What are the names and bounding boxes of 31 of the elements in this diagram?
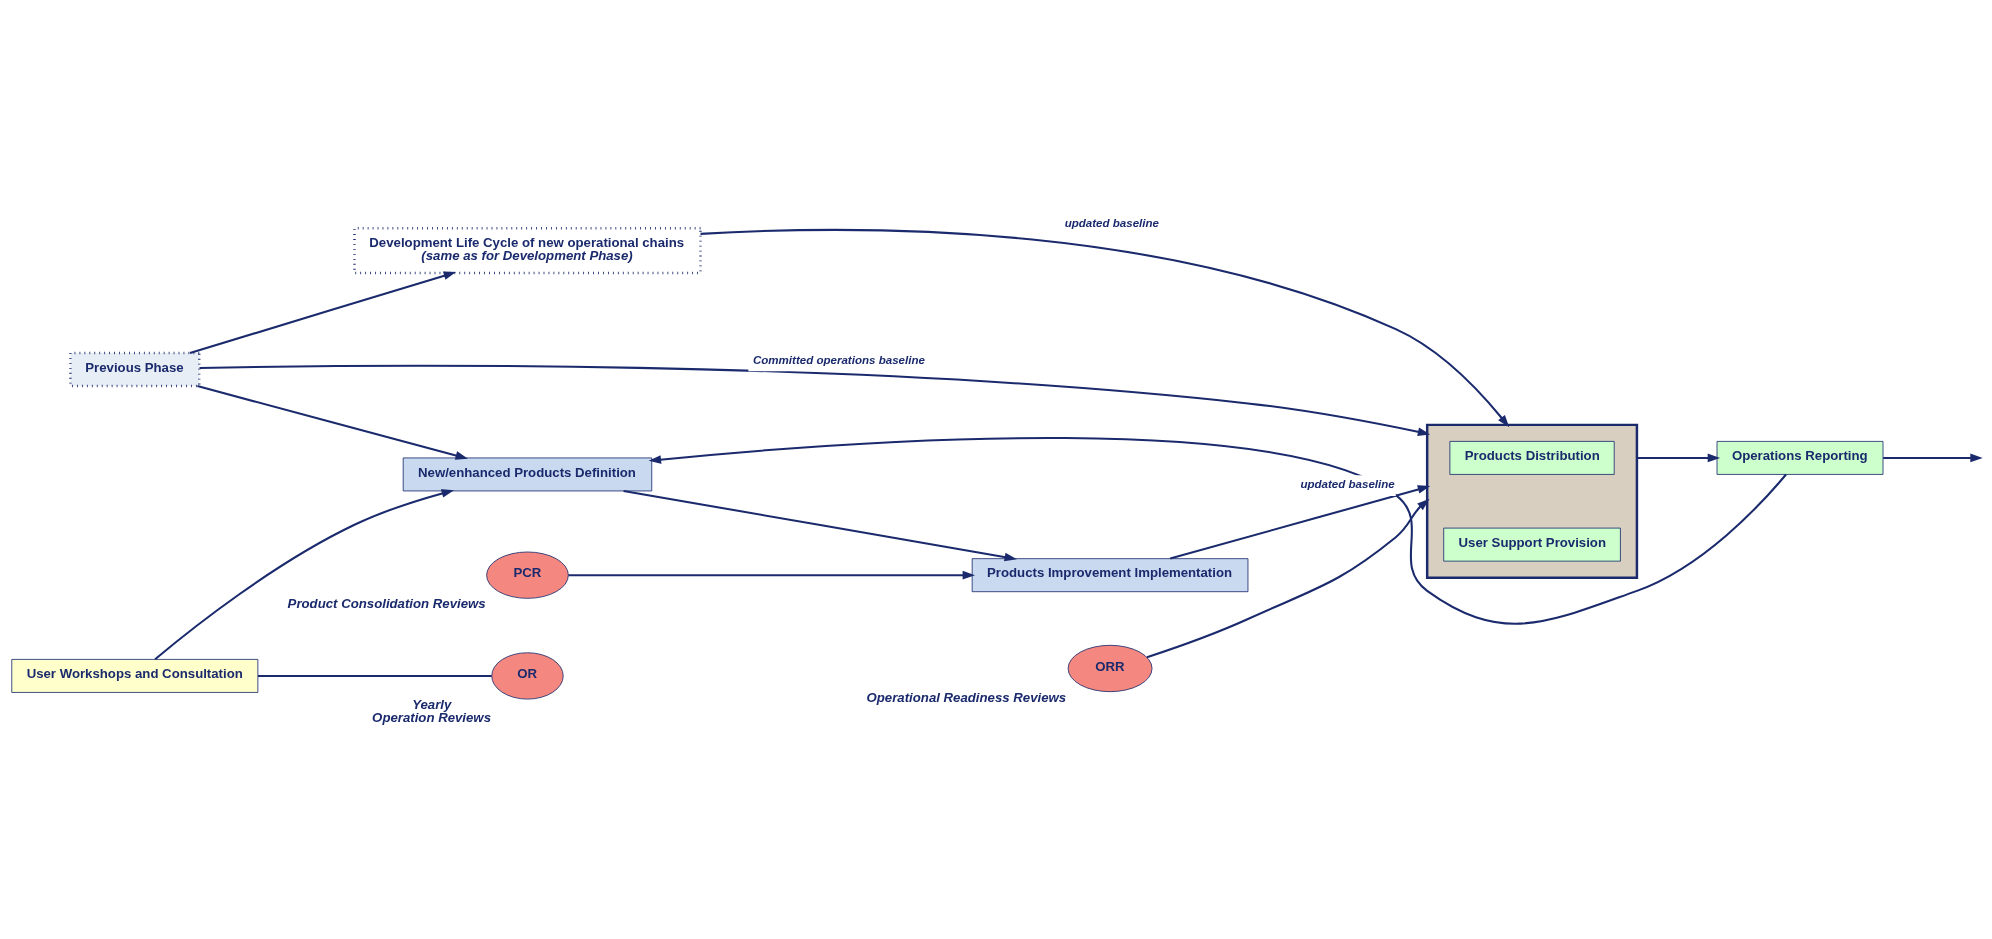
node-box: Previous Phase <box>69 351 201 387</box>
node-box: Products Distribution <box>1449 440 1615 475</box>
arrow <box>568 570 975 579</box>
arrow <box>1636 453 1721 462</box>
connector <box>258 674 492 677</box>
arrow <box>623 489 1017 561</box>
node-box: Operations Reporting <box>1716 440 1884 475</box>
arrow <box>1883 453 1983 462</box>
arrow <box>189 271 457 354</box>
node-ellipse: ORR <box>1067 644 1153 692</box>
edge-label: updated baseline <box>1064 216 1159 229</box>
arrow <box>700 228 1510 427</box>
edge-label: Committed operations baseline <box>752 353 925 366</box>
arrow <box>197 384 468 460</box>
node-label: Operational Readiness Reviews <box>866 689 1067 705</box>
node-box: Products Improvement Implementation <box>971 557 1249 592</box>
arrow <box>648 436 1787 625</box>
node-ellipse: PCR <box>486 551 569 599</box>
node-box: Development Life Cycle of new operational chains (same as for Development Phase) <box>353 226 702 274</box>
arrow <box>199 364 1431 436</box>
arrow <box>1169 484 1431 560</box>
node-box: User Workshops and Consultation <box>11 658 259 693</box>
node-ellipse: OR <box>491 651 564 699</box>
node-label: Yearly <box>412 696 452 712</box>
node-box: New/enhanced Products Definition <box>402 457 653 491</box>
edge-label: updated baseline <box>1300 477 1395 490</box>
node-label: Product Consolidation Reviews <box>287 595 486 611</box>
arrow <box>1146 498 1430 658</box>
arrow <box>154 488 455 660</box>
node-box: User Support Provision <box>1443 527 1621 562</box>
cluster <box>1425 423 1639 579</box>
